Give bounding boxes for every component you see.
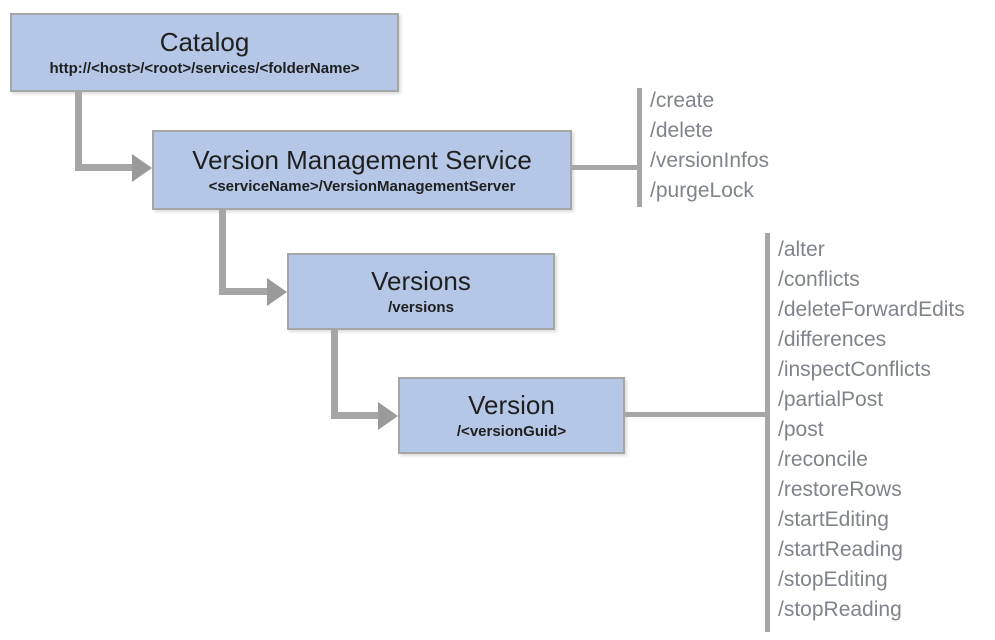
arrowhead-icon <box>132 154 152 182</box>
operation-item: /post <box>778 418 824 441</box>
connector-vms-to-versions-vertical <box>219 210 226 292</box>
operation-item: /restoreRows <box>778 478 902 501</box>
operations-bracket-bar-vms <box>637 88 642 207</box>
node-versions: Versions /versions <box>287 253 555 330</box>
operation-item: /purgeLock <box>650 179 754 202</box>
node-title: Version <box>468 390 555 420</box>
connector-vms-to-versions-horizontal <box>219 288 268 295</box>
operation-item: /reconcile <box>778 448 868 471</box>
operations-list-vms: /create /delete /versionInfos /purgeLock <box>650 86 769 206</box>
operations-bracket-bar-version <box>765 233 770 632</box>
node-version: Version /<versionGuid> <box>398 377 625 454</box>
operation-item: /create <box>650 89 715 112</box>
operation-item: /alter <box>778 238 825 261</box>
arrowhead-icon <box>267 278 287 306</box>
node-title: Version Management Service <box>192 144 532 175</box>
operation-item: /versionInfos <box>650 149 770 172</box>
connector-versions-to-version-vertical <box>331 330 338 416</box>
node-subtitle: /versions <box>388 299 454 316</box>
connector-catalog-to-vms-horizontal <box>75 164 133 171</box>
operation-item: /stopReading <box>778 598 902 621</box>
operation-item: /stopEditing <box>778 568 888 591</box>
node-title: Versions <box>371 266 471 296</box>
node-subtitle: <serviceName>/VersionManagementServer <box>208 177 516 195</box>
connector-versions-to-version-horizontal <box>331 412 379 419</box>
operation-item: /startEditing <box>778 508 889 531</box>
connector-version-to-operations <box>625 412 765 417</box>
node-version-management-service: Version Management Service <serviceName>… <box>152 130 572 210</box>
operation-item: /deleteForwardEdits <box>778 298 965 321</box>
operation-item: /delete <box>650 119 714 142</box>
operation-item: /differences <box>778 328 887 351</box>
connector-vms-to-operations <box>572 165 637 170</box>
node-title: Catalog <box>159 27 250 57</box>
node-subtitle: http://<host>/<root>/services/<folderNam… <box>49 60 360 77</box>
operations-list-version: /alter /conflicts /deleteForwardEdits /d… <box>778 235 965 625</box>
node-catalog: Catalog http://<host>/<root>/services/<f… <box>10 13 399 92</box>
operation-item: /startReading <box>778 538 903 561</box>
node-subtitle: /<versionGuid> <box>456 423 567 440</box>
operation-item: /partialPost <box>778 388 884 411</box>
arrowhead-icon <box>378 402 398 430</box>
connector-catalog-to-vms-vertical <box>75 92 82 168</box>
operation-item: /inspectConflicts <box>778 358 931 381</box>
operation-item: /conflicts <box>778 268 860 291</box>
